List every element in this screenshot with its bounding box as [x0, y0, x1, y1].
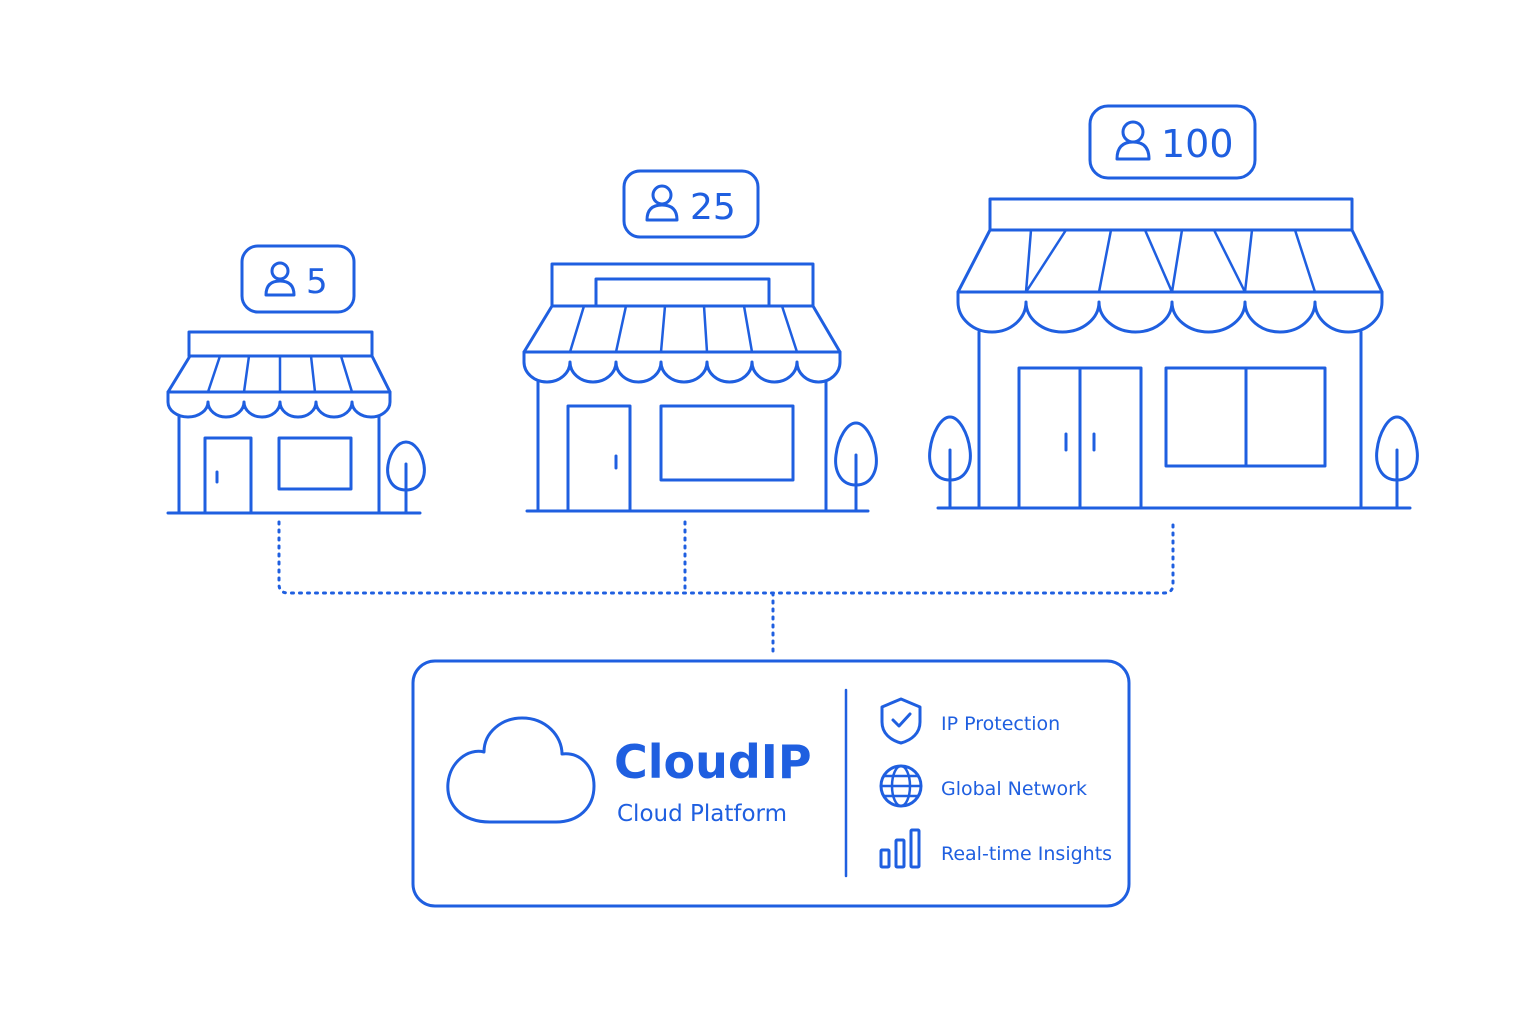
platform-subtitle: Cloud Platform	[617, 801, 787, 827]
tree-icon	[1375, 415, 1419, 510]
feature-label: IP Protection	[941, 713, 1060, 735]
feature-global-network: Global Network	[879, 764, 1087, 808]
user-count-small: 5	[306, 262, 328, 302]
user-icon	[645, 184, 679, 222]
user-count-medium: 25	[690, 187, 736, 228]
feature-label: Real-time Insights	[941, 843, 1112, 865]
user-badge-large: 100	[1088, 104, 1257, 180]
globe-icon	[879, 764, 923, 808]
feature-real-time-insights: Real-time Insights	[879, 828, 1112, 869]
store-large: 100	[928, 104, 1419, 510]
user-count-large: 100	[1161, 122, 1234, 166]
tree-icon	[928, 415, 972, 510]
user-badge-medium: 25	[622, 169, 760, 239]
platform-name: CloudIP	[614, 735, 812, 789]
platform-card: CloudIP Cloud Platform IP Protection Glo…	[411, 659, 1131, 908]
user-icon	[1115, 120, 1151, 161]
tree-icon	[834, 421, 878, 513]
user-icon	[264, 261, 296, 297]
connector-lines	[277, 520, 1175, 654]
feature-label: Global Network	[941, 778, 1087, 800]
cloud-icon	[446, 716, 596, 824]
store-medium: 25	[522, 169, 878, 513]
bar-chart-icon	[879, 828, 921, 869]
feature-ip-protection: IP Protection	[880, 697, 1060, 745]
shield-check-icon	[880, 697, 922, 745]
store-small: 5	[166, 244, 426, 515]
tree-icon	[386, 440, 426, 515]
user-badge-small: 5	[240, 244, 356, 314]
